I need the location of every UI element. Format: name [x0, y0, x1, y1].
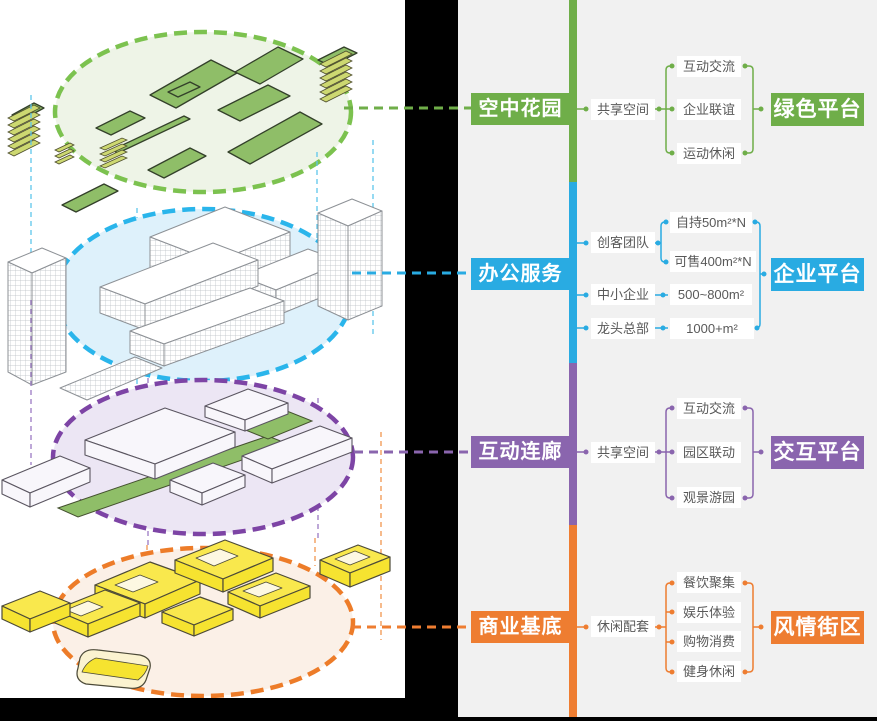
category-box-commercial: 商业基底: [471, 611, 570, 643]
item-box: 园区联动: [677, 442, 741, 463]
office-layer: [7, 198, 383, 401]
commercial-layer: [1, 539, 391, 698]
green-roof-plates: [11, 46, 358, 213]
category-box-sky-garden: 空中花园: [471, 93, 570, 125]
blue-guide-lines: [30, 95, 374, 418]
yellow-blocks: [1, 539, 391, 689]
spine-segment-green: [569, 0, 577, 182]
group-label-box: 创客团队: [591, 232, 655, 253]
mid-box-shared-space-2: 共享空间: [591, 442, 655, 463]
group-label-box: 龙头总部: [591, 318, 655, 339]
platform-box-enterprise: 企业平台: [771, 258, 864, 291]
value-box: 1000+m²: [670, 318, 754, 339]
value-box: 可售400m²*N: [670, 251, 756, 272]
item-box: 观景游园: [677, 487, 741, 508]
item-box: 购物消费: [677, 631, 741, 652]
item-box: 餐饮聚集: [677, 572, 741, 593]
item-box: 互动交流: [677, 56, 741, 77]
item-box: 娱乐体验: [677, 602, 741, 623]
platform-box-green: 绿色平台: [771, 93, 864, 126]
mid-box-leisure: 休闲配套: [591, 616, 655, 637]
spine-segment-purple: [569, 363, 577, 525]
terraced-garden-stacks: [7, 50, 353, 169]
orange-guide-lines: [146, 432, 382, 640]
value-box: 500~800m²: [670, 284, 752, 305]
podium-slabs: [1, 388, 353, 508]
purple-guide-lines: [30, 300, 319, 545]
item-box: 互动交流: [677, 398, 741, 419]
illustration-panel: [0, 0, 405, 698]
category-box-office: 办公服务: [471, 258, 570, 290]
item-box: 运动休闲: [677, 143, 741, 164]
category-box-corridor: 互动连廊: [471, 436, 570, 468]
spine-segment-orange: [569, 525, 577, 717]
spine-segment-blue: [569, 182, 577, 363]
green-corridor: [56, 408, 314, 518]
wireframe-buildings: [7, 198, 383, 401]
value-box: 自持50m²*N: [670, 212, 752, 233]
corridor-layer: [1, 377, 356, 537]
mid-box-shared-space-1: 共享空间: [591, 99, 655, 120]
platform-box-interaction: 交互平台: [771, 436, 864, 469]
platform-box-street: 风情街区: [771, 611, 864, 644]
item-box: 健身休闲: [677, 661, 741, 682]
group-label-box: 中小企业: [591, 284, 655, 305]
sky-garden-layer: [7, 29, 358, 213]
item-box: 企业联谊: [677, 99, 741, 120]
axonometric-illustration: [1, 29, 391, 698]
